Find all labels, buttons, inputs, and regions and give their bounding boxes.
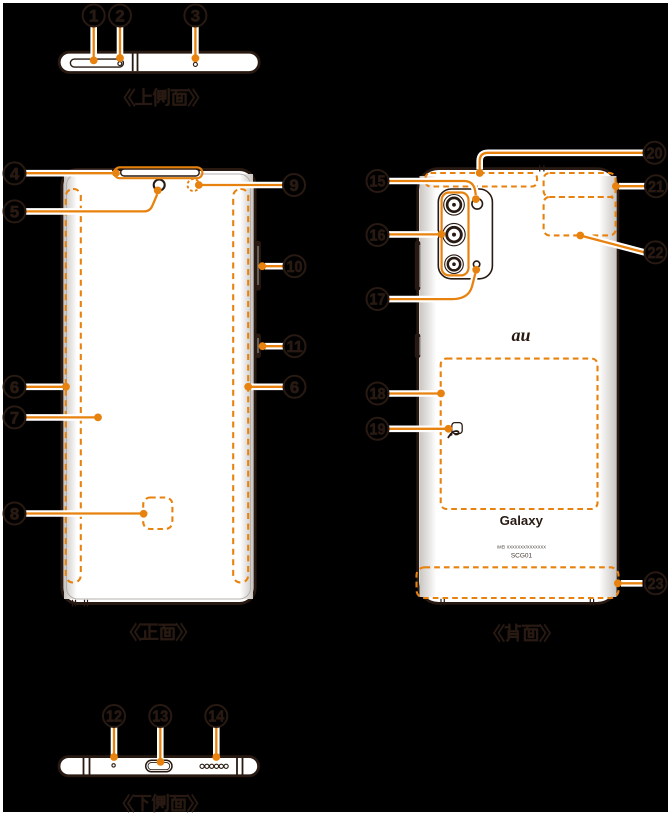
svg-text:14: 14 xyxy=(208,709,224,726)
svg-text:3: 3 xyxy=(191,7,200,26)
svg-text:IMEI XXXXXXX/XXXXXXX: IMEI XXXXXXX/XXXXXXX xyxy=(497,545,546,550)
svg-text:9: 9 xyxy=(289,176,298,195)
svg-text:21: 21 xyxy=(648,179,664,196)
svg-text:20: 20 xyxy=(647,146,663,163)
svg-text:Galaxy: Galaxy xyxy=(500,513,544,528)
svg-text:au: au xyxy=(511,325,530,345)
svg-text:13: 13 xyxy=(152,709,168,726)
svg-text:10: 10 xyxy=(287,259,303,276)
svg-text:22: 22 xyxy=(648,245,664,262)
svg-text:5: 5 xyxy=(10,202,19,221)
svg-text:16: 16 xyxy=(370,228,386,245)
svg-text:12: 12 xyxy=(106,709,122,726)
svg-text:6: 6 xyxy=(290,378,299,397)
svg-text:17: 17 xyxy=(370,292,386,309)
svg-text:2: 2 xyxy=(115,7,124,26)
svg-text:6: 6 xyxy=(10,378,19,397)
svg-text:1: 1 xyxy=(89,7,98,26)
svg-text:8: 8 xyxy=(10,505,19,524)
svg-text:7: 7 xyxy=(10,408,19,427)
svg-text:19: 19 xyxy=(370,422,386,439)
svg-text:11: 11 xyxy=(287,339,303,356)
svg-text:15: 15 xyxy=(370,174,386,191)
svg-text:4: 4 xyxy=(10,164,20,183)
svg-text:18: 18 xyxy=(370,386,386,403)
svg-text:23: 23 xyxy=(648,576,664,593)
svg-text:SCG01: SCG01 xyxy=(511,553,533,560)
